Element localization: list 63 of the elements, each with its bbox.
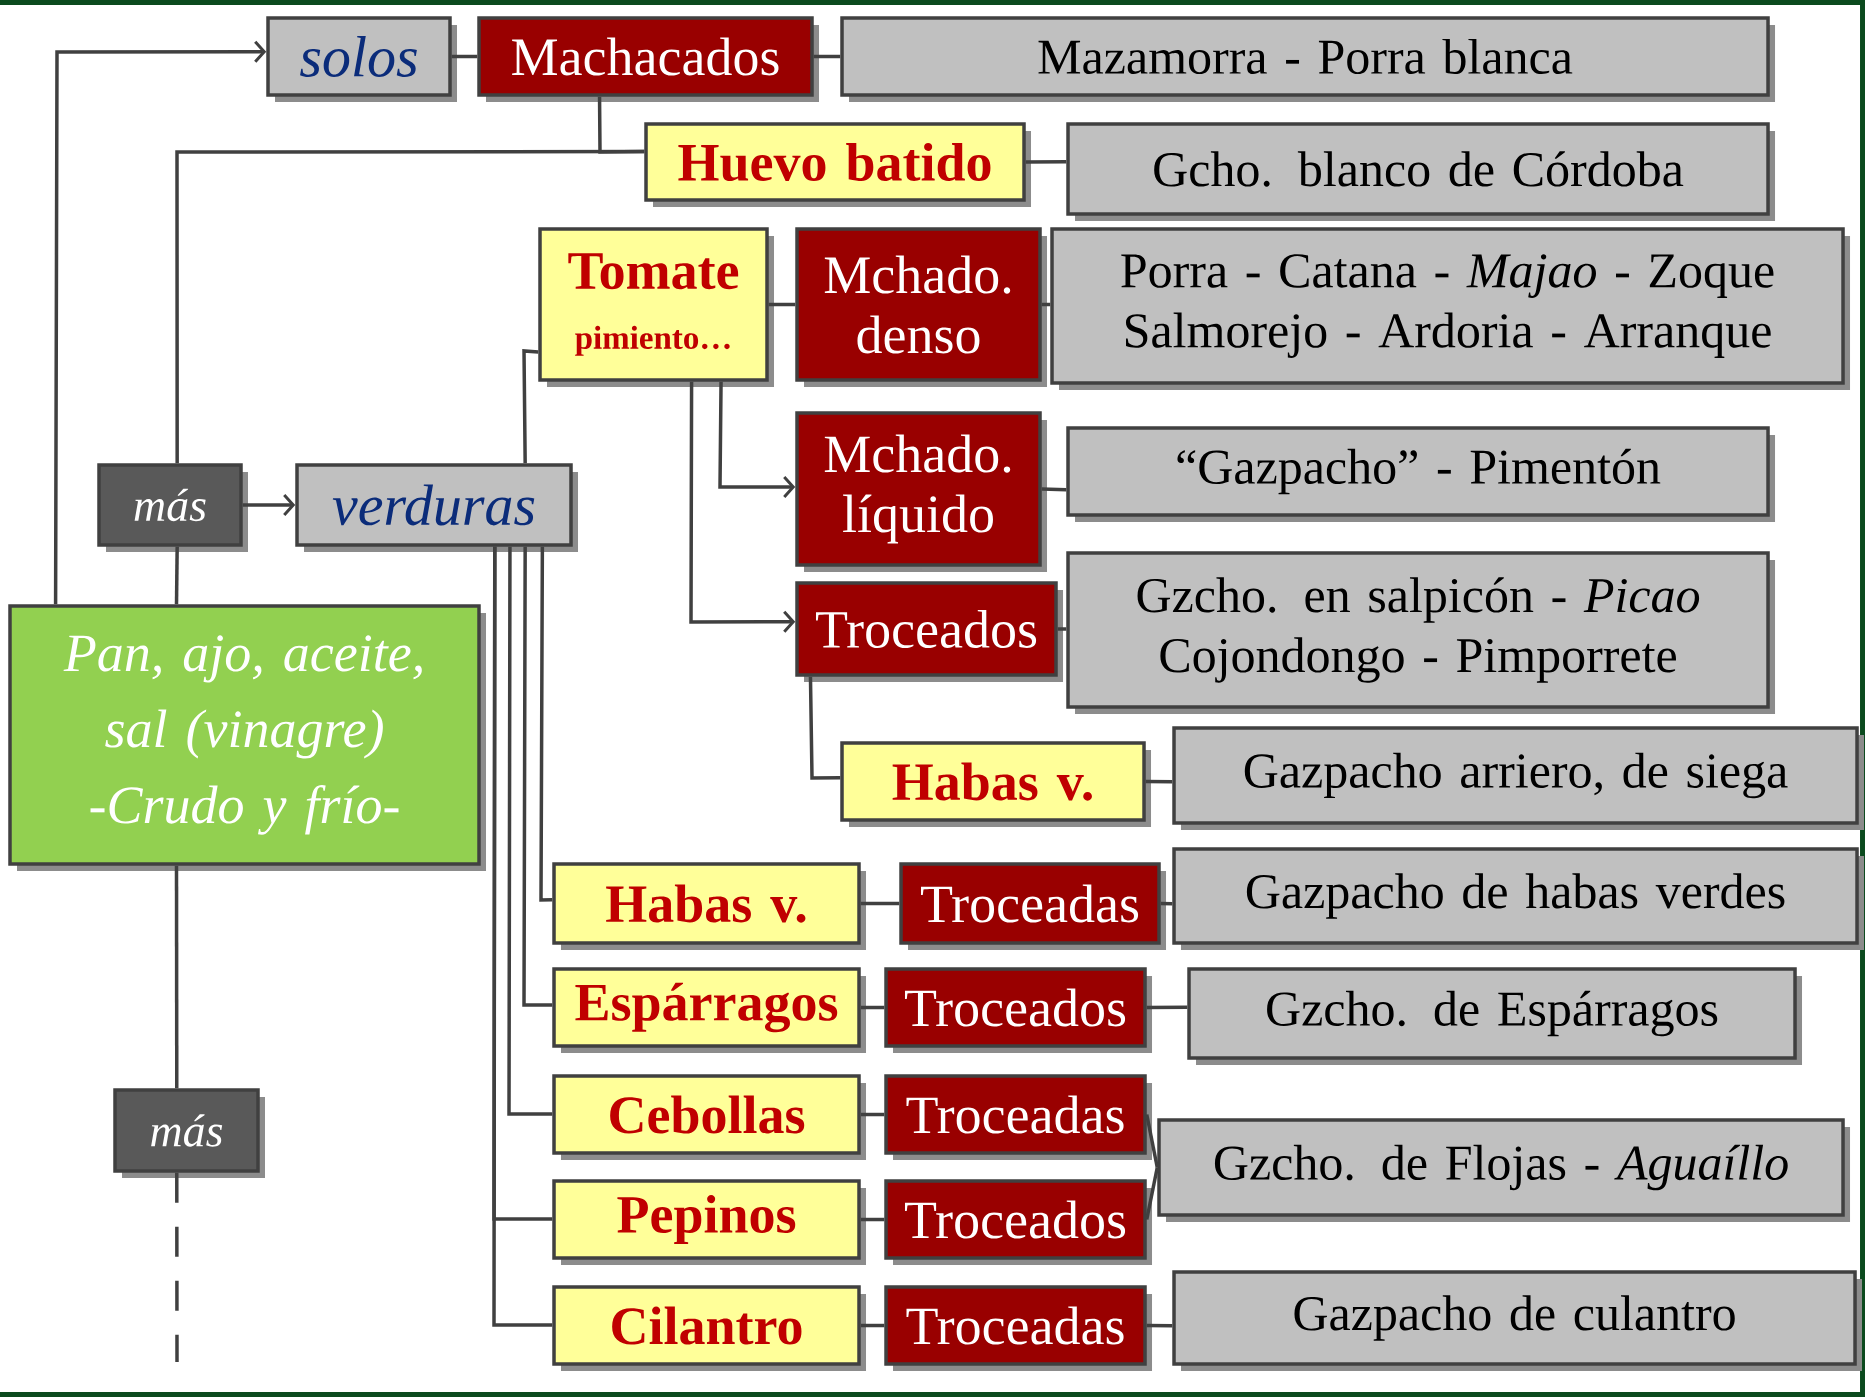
dashed-line bbox=[175, 1172, 179, 1362]
method-box: Troceados bbox=[884, 967, 1152, 1053]
connector-line bbox=[1145, 1114, 1159, 1168]
connector-line bbox=[860, 901, 900, 906]
connector-line bbox=[860, 1112, 885, 1117]
method-box: Troceadas bbox=[899, 862, 1166, 950]
connector-line bbox=[174, 865, 179, 1089]
arrow bbox=[53, 40, 267, 605]
dish-box: Gzcho. de Espárragos bbox=[1187, 967, 1802, 1065]
dish-box: Gcho. blanco de Córdoba bbox=[1066, 122, 1775, 221]
connector-line bbox=[1146, 1005, 1188, 1010]
connector-line bbox=[1057, 627, 1067, 631]
connector-line bbox=[860, 1005, 885, 1010]
arrow bbox=[689, 381, 796, 633]
dish-box: Mazamorra - Porra blanca bbox=[840, 16, 1775, 102]
connector-line bbox=[507, 546, 553, 1116]
connector-line bbox=[1146, 1323, 1173, 1328]
connector-line bbox=[1145, 1167, 1159, 1220]
connector-line bbox=[808, 676, 841, 780]
connector-line bbox=[813, 54, 841, 59]
dish-box: Gzcho. de Flojas - Aguaíllo bbox=[1157, 1118, 1851, 1222]
method-box: Troceadas bbox=[884, 1074, 1152, 1160]
arrow bbox=[718, 381, 796, 498]
more-box: más bbox=[97, 463, 248, 552]
ingredient-box: Cebollas bbox=[552, 1074, 866, 1160]
connector-line bbox=[1025, 160, 1067, 164]
ingredient-box: Espárragos bbox=[552, 967, 866, 1053]
base-box: Pan, ajo, aceite, sal (vinagre) -Crudo y frío- bbox=[8, 604, 486, 871]
connector-line bbox=[522, 349, 539, 464]
dish-box: Gazpacho de habas verdes bbox=[1172, 847, 1864, 950]
connector-line bbox=[1041, 487, 1067, 492]
arrow bbox=[242, 494, 296, 516]
dish-box: Gzcho. en salpicón - Picao Cojondongo - Pimporrete bbox=[1066, 551, 1775, 714]
connector-line bbox=[451, 54, 478, 59]
connector-line bbox=[597, 96, 645, 154]
more-box: más bbox=[113, 1088, 265, 1178]
connector-line bbox=[522, 546, 553, 1007]
connector-line bbox=[1041, 302, 1051, 307]
dish-box: Porra - Catana - Majao - Zoque Salmorejo - Ardoria - Arranque bbox=[1050, 227, 1851, 390]
method-box: Machacados bbox=[477, 16, 819, 102]
dish-box: Gazpacho arriero, de siega bbox=[1172, 726, 1864, 830]
method-box: Mchado. denso bbox=[795, 227, 1047, 387]
ingredient-box: Habas v. bbox=[840, 741, 1151, 827]
connector-line bbox=[860, 1323, 885, 1328]
method-box: Troceados bbox=[795, 581, 1063, 682]
ingredient-box: Habas v. bbox=[552, 862, 866, 950]
ingredient-box: Huevo batido bbox=[644, 122, 1031, 207]
dish-box: “Gazpacho” - Pimentón bbox=[1066, 426, 1775, 522]
connector-line bbox=[860, 1217, 885, 1222]
connector-line bbox=[539, 546, 553, 902]
method-box: Mchado. líquido bbox=[795, 411, 1047, 572]
connector-line bbox=[1145, 779, 1173, 784]
dish-box: Gazpacho de culantro bbox=[1172, 1270, 1862, 1371]
ingredient-box: Pepinos bbox=[552, 1179, 866, 1265]
category-box: verduras bbox=[295, 463, 578, 552]
ingredient-box: Tomate pimiento… bbox=[538, 227, 774, 387]
ingredient-box: Cilantro bbox=[552, 1285, 866, 1371]
method-box: Troceadas bbox=[884, 1285, 1152, 1371]
connector-line bbox=[768, 302, 796, 307]
connector-line bbox=[174, 546, 179, 605]
method-box: Troceados bbox=[884, 1179, 1152, 1265]
category-box: solos bbox=[266, 16, 457, 102]
connector-line bbox=[1160, 901, 1173, 906]
